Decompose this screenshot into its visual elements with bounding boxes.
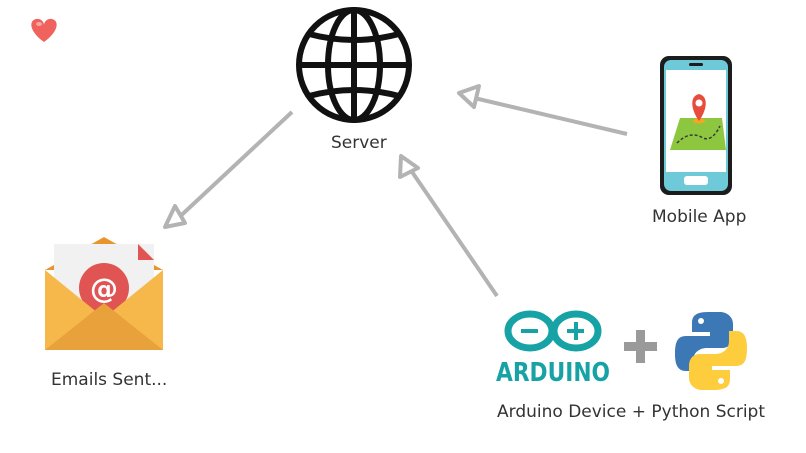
server-label: Server xyxy=(331,133,387,153)
arduino-logo: ARDUINO xyxy=(496,310,610,388)
python-logo xyxy=(675,312,747,390)
plus-icon xyxy=(624,330,657,363)
mobile-app-label: Mobile App xyxy=(652,207,747,227)
emails-label: Emails Sent... xyxy=(51,370,168,390)
arrow-arduino-to-server xyxy=(398,154,499,298)
phone-map-icon xyxy=(660,56,732,195)
heart-icon xyxy=(31,18,57,42)
svg-text:@: @ xyxy=(90,272,118,305)
arduino-logo-text: ARDUINO xyxy=(496,358,610,388)
arduino-python-label: Arduino Device + Python Script xyxy=(497,402,766,422)
arrow-server-to-emails xyxy=(163,110,294,229)
envelope-icon: @ xyxy=(45,237,163,350)
arrow-mobile-to-server xyxy=(457,84,628,136)
globe-icon xyxy=(296,7,412,123)
